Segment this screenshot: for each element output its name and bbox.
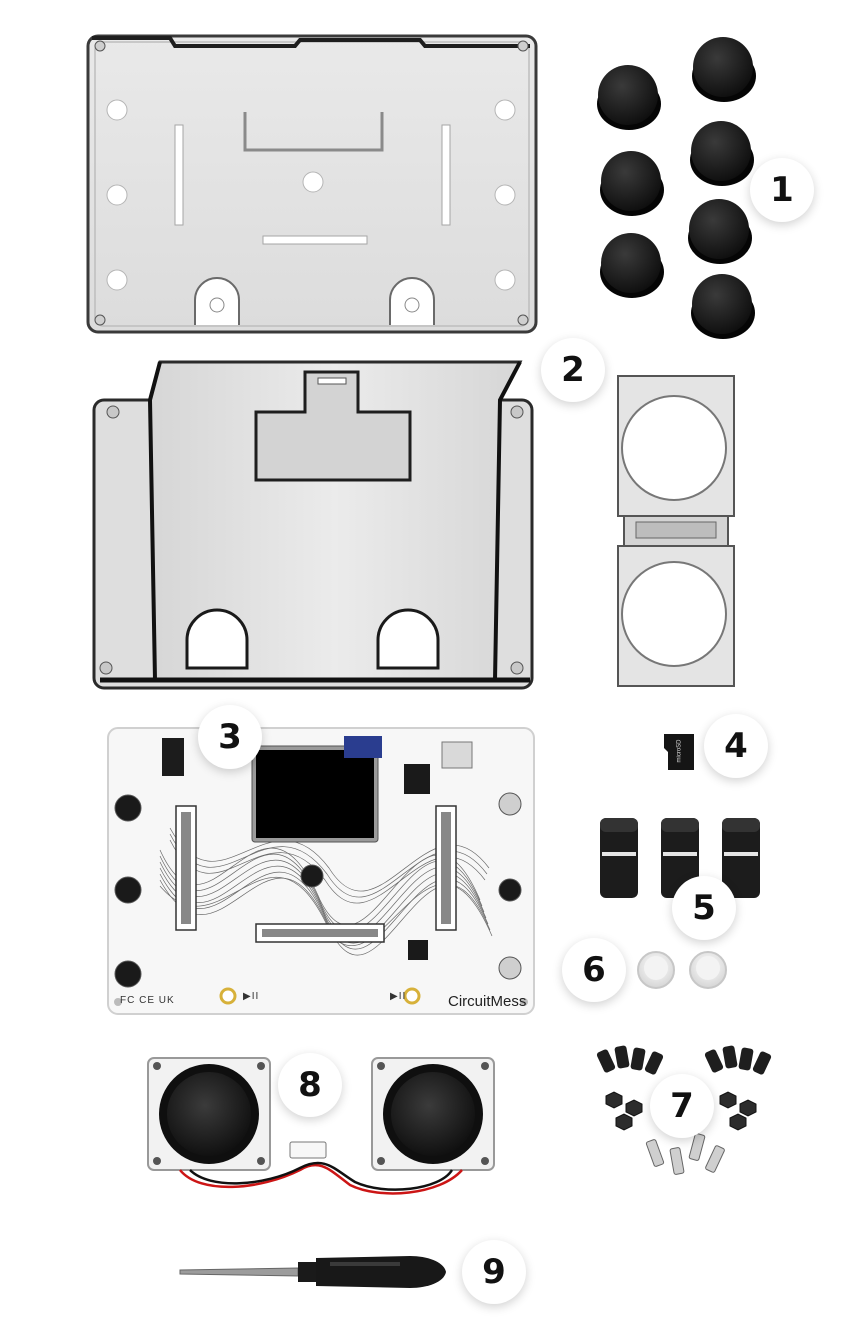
play-pause-label-left: ▶II <box>243 991 260 1002</box>
screws-and-nuts <box>596 1045 772 1175</box>
button-caps <box>597 37 756 339</box>
push-button-caps <box>637 951 727 989</box>
top-acrylic-plate <box>86 34 538 334</box>
badge-3: 3 <box>198 705 262 769</box>
microsd-label: microSD <box>676 739 683 763</box>
play-pause-label-right: ▶II <box>390 991 407 1002</box>
slider-caps <box>600 818 760 898</box>
speakers <box>147 1057 495 1195</box>
badge-1: 1 <box>750 158 814 222</box>
pcb-certification-marks: FC CE UK <box>120 995 175 1006</box>
badge-9: 9 <box>462 1240 526 1304</box>
badge-2: 2 <box>541 338 605 402</box>
circuit-board <box>107 727 535 1015</box>
badge-8: 8 <box>278 1053 342 1117</box>
microsd-card <box>664 734 694 770</box>
badge-4: 4 <box>704 714 768 778</box>
badge-7: 7 <box>650 1074 714 1138</box>
circuitmess-logo-text: CircuitMess <box>448 993 527 1010</box>
metal-speaker-bracket <box>617 375 735 687</box>
badge-5: 5 <box>672 876 736 940</box>
bottom-acrylic-shell <box>92 360 534 690</box>
screwdriver <box>179 1256 446 1288</box>
badge-6: 6 <box>562 938 626 1002</box>
